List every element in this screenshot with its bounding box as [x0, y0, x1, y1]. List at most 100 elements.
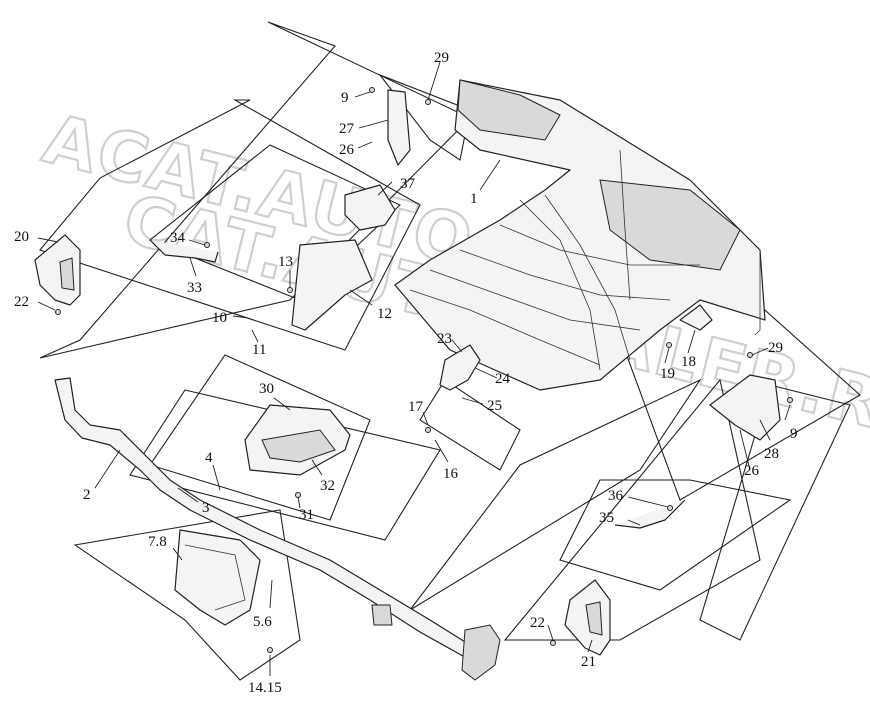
- cross-bar-2: [54, 377, 501, 681]
- label-20: 20: [14, 229, 29, 245]
- label-21: 21: [581, 654, 596, 670]
- label-30: 30: [259, 381, 274, 397]
- label-29b: 29: [768, 340, 783, 356]
- part-labels: 1 2 3 4 5.6 7.8 9 9 10 11 12 13 14.15 16…: [14, 50, 798, 696]
- bracket-23-body: [439, 344, 481, 391]
- bracket-28-body: [709, 374, 781, 441]
- center-seam: [619, 149, 631, 301]
- bracket-7-body: [174, 529, 261, 626]
- label-11: 11: [252, 342, 266, 358]
- bracket-18-body: [679, 304, 713, 331]
- label-27: 27: [339, 121, 355, 137]
- label-31: 31: [299, 507, 314, 523]
- bracket-27-body: [387, 89, 411, 166]
- bolt-34: [204, 242, 210, 248]
- floor-pan-body: [394, 79, 766, 391]
- cross-bar-end-mount: [461, 624, 501, 681]
- bolt-31: [295, 492, 301, 498]
- bracket-26-28: [709, 374, 781, 441]
- label-18: 18: [681, 354, 696, 370]
- rear-edge: [754, 250, 761, 336]
- front-wall-panel: [457, 79, 561, 141]
- frame-upper-bracket: [378, 73, 471, 161]
- frame-plate-4: [129, 389, 441, 541]
- frame-plate-30: [149, 354, 371, 521]
- label-36: 36: [608, 488, 624, 504]
- label-33: 33: [187, 280, 202, 296]
- bracket-37: [344, 184, 396, 231]
- label-19: 19: [660, 366, 675, 382]
- label-1: 1: [470, 191, 478, 207]
- cross-bar-clip: [371, 604, 393, 626]
- bolt-9b: [787, 397, 793, 403]
- bracket-18: [679, 304, 713, 331]
- label-3: 3: [202, 500, 210, 516]
- bolt-36: [667, 505, 673, 511]
- tunnel-line-2: [544, 194, 631, 361]
- tunnel-line: [519, 199, 601, 371]
- floor-rib-2: [429, 269, 641, 331]
- bracket-23-24: [439, 344, 481, 391]
- bolt-14: [267, 647, 273, 653]
- frame-bracket-35: [559, 479, 792, 591]
- bolt-9a: [369, 87, 375, 93]
- label-22b: 22: [530, 615, 545, 631]
- bracket-33-body: [149, 239, 219, 263]
- bolt-29b: [747, 352, 753, 358]
- frame-bracket-16: [419, 379, 521, 471]
- guard-21: [564, 579, 611, 656]
- label-25: 25: [487, 398, 502, 414]
- bolt-17: [425, 427, 431, 433]
- leader-lines: [37, 61, 791, 676]
- bolt-22b: [550, 640, 556, 646]
- fasteners: [55, 87, 793, 653]
- frame-left-middle: [39, 99, 421, 351]
- bracket-35: [614, 499, 686, 529]
- label-12: 12: [377, 306, 392, 322]
- frame-right-long: [699, 384, 851, 641]
- label-23: 23: [437, 331, 452, 347]
- label-22a: 22: [14, 294, 29, 310]
- label-2: 2: [83, 487, 91, 503]
- label-10: 10: [212, 310, 227, 326]
- bolt-13: [287, 287, 293, 293]
- label-4: 4: [205, 450, 213, 466]
- bracket-35-body: [614, 499, 686, 529]
- label-28: 28: [764, 446, 779, 462]
- label-32: 32: [320, 478, 335, 494]
- floor-rib-4: [499, 224, 700, 266]
- frame-guard-21: [503, 378, 761, 641]
- label-24: 24: [495, 371, 511, 387]
- bracket-7-detail: [184, 544, 246, 611]
- bracket-7-8: [174, 529, 261, 626]
- label-17: 17: [408, 399, 424, 415]
- guard-20-opening: [59, 257, 75, 291]
- guard-20: [34, 234, 81, 306]
- label-13: 13: [278, 254, 293, 270]
- label-5-6: 5.6: [253, 614, 272, 630]
- bolt-22a: [55, 309, 61, 315]
- label-9a: 9: [341, 90, 349, 106]
- label-16: 16: [443, 466, 459, 482]
- label-26a: 26: [339, 142, 355, 158]
- label-34: 34: [170, 230, 186, 246]
- label-14-15: 14.15: [248, 680, 282, 696]
- frame-line-tunnel: [409, 378, 702, 611]
- label-26b: 26: [744, 463, 760, 479]
- bracket-12-body: [291, 239, 373, 331]
- bolt-19: [666, 342, 672, 348]
- label-29a: 29: [434, 50, 449, 66]
- label-37: 37: [400, 176, 416, 192]
- plate-30-recess: [261, 429, 336, 463]
- bracket-33: [149, 239, 219, 263]
- bracket-12: [291, 239, 373, 331]
- label-7-8: 7.8: [148, 534, 167, 550]
- bracket-37-body: [344, 184, 396, 231]
- plate-30: [244, 404, 351, 476]
- label-9b: 9: [790, 426, 798, 442]
- floor-rib-1: [409, 289, 601, 366]
- rear-cross-panel: [599, 179, 741, 271]
- guard-21-opening: [585, 601, 603, 636]
